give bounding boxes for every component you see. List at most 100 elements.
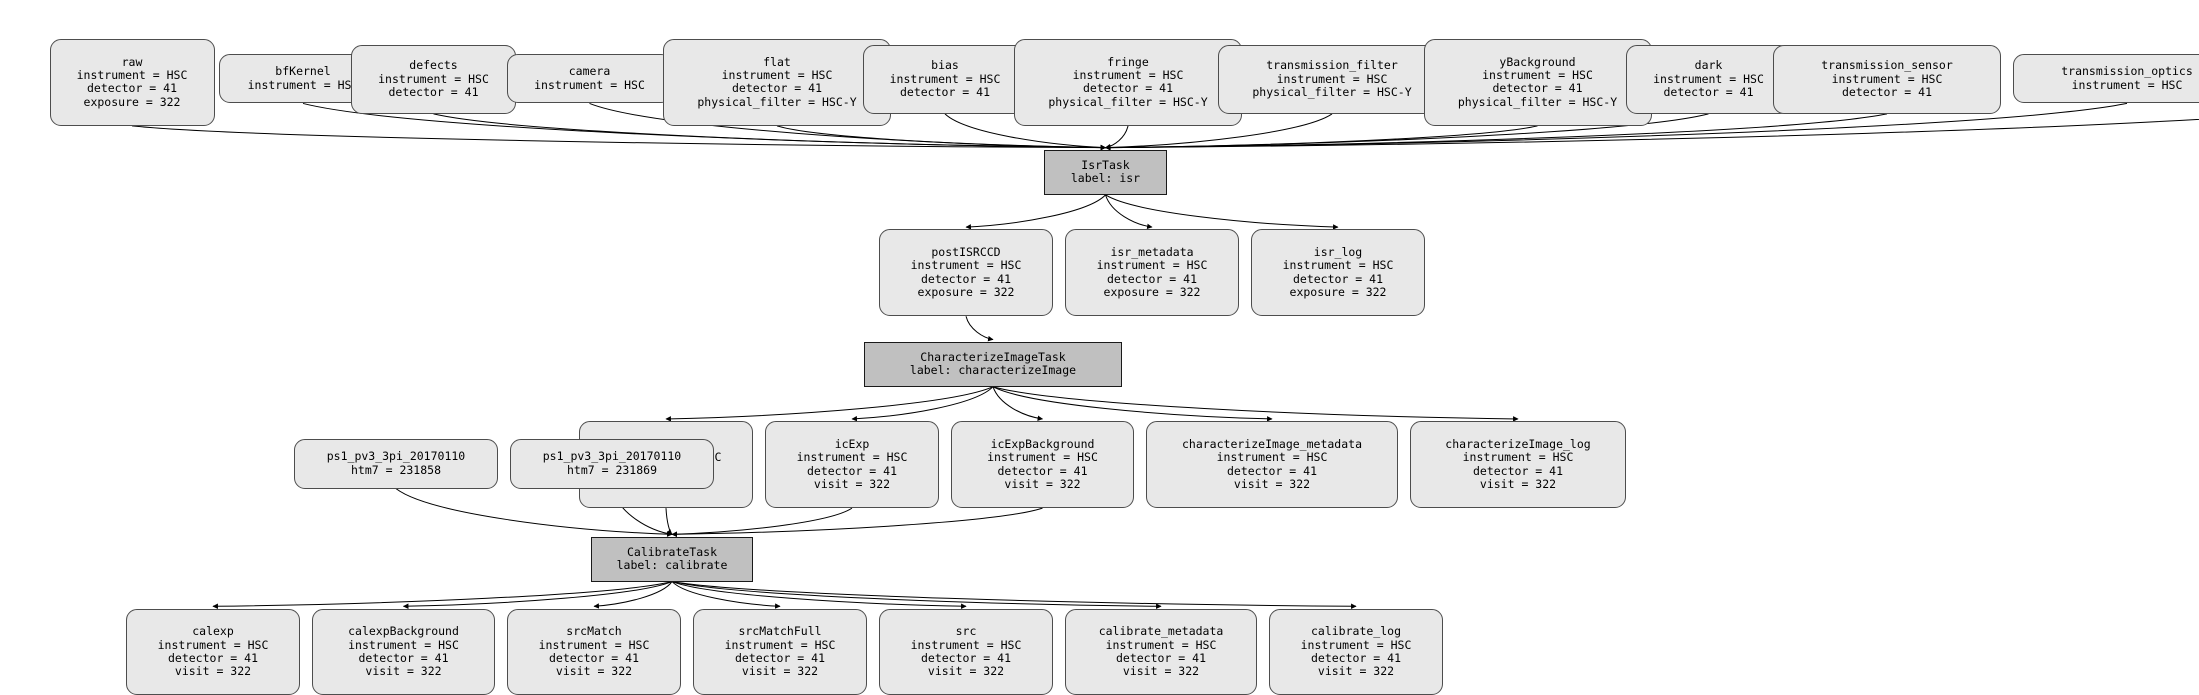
node-title: calibrate_metadata (1099, 625, 1224, 638)
node-title: bfKernel (275, 65, 330, 78)
node-detail: visit = 322 (556, 665, 632, 678)
edge-postISRCCD-to-CharacterizeImageTask (966, 316, 993, 339)
node-detail: detector = 41 (549, 652, 639, 665)
node-detail: physical_filter = HSC-Y (1048, 96, 1207, 109)
edge-yBackground-to-IsrTask (1106, 126, 1538, 148)
node-detail: detector = 41 (1842, 86, 1932, 99)
node-title: dark (1695, 59, 1723, 72)
node-detail: detector = 41 (900, 86, 990, 99)
edge-raw-to-IsrTask (132, 126, 1106, 148)
node-detail: detector = 41 (87, 82, 177, 95)
edge-CalibrateTask-to-src (672, 582, 966, 607)
edge-CalibrateTask-to-calibrate_metadata (672, 582, 1161, 607)
node-detail: instrument = HSC (911, 639, 1022, 652)
node-detail: detector = 41 (168, 652, 258, 665)
node-detail: label: calibrate (617, 559, 728, 572)
node-detail: instrument = HSC (911, 259, 1022, 272)
node-detail: exposure = 322 (84, 96, 181, 109)
node-title: CalibrateTask (627, 546, 717, 559)
node-detail: detector = 41 (997, 465, 1087, 478)
node-title: srcMatch (566, 625, 621, 638)
node-detail: visit = 322 (1004, 478, 1080, 491)
node-title: ps1_pv3_3pi_20170110 (543, 450, 681, 463)
node-title: characterizeImage_log (1445, 438, 1590, 451)
node-title: IsrTask (1081, 159, 1129, 172)
node-detail: instrument = HSC (797, 451, 908, 464)
edge-icSrc-to-CalibrateTask (666, 508, 672, 534)
node-title: postISRCCD (931, 246, 1000, 259)
edge-fringe-to-IsrTask (1106, 126, 1129, 148)
node-detail: physical_filter = HSC-Y (697, 96, 856, 109)
node-detail: instrument = HSC (722, 69, 833, 82)
node-detail: detector = 41 (1116, 652, 1206, 665)
node-detail: detector = 41 (1663, 86, 1753, 99)
node-title: icExp (835, 438, 870, 451)
node-detail: physical_filter = HSC-Y (1458, 96, 1617, 109)
node-detail: instrument = HSC (890, 73, 1001, 86)
node-detail: instrument = HSC (1097, 259, 1208, 272)
node-detail: visit = 322 (365, 665, 441, 678)
node-title: calexpBackground (348, 625, 459, 638)
edge-CharacterizeImageTask-to-icExp (852, 387, 993, 419)
node-title: isr_log (1314, 246, 1362, 259)
node-title: yBackground (1499, 56, 1575, 69)
node-title: camera (569, 65, 611, 78)
node-detail: visit = 322 (1234, 478, 1310, 491)
node-detail: label: characterizeImage (910, 364, 1076, 377)
node-detail: htm7 = 231858 (351, 464, 441, 477)
node-title: transmission_optics (2061, 65, 2193, 78)
node-detail: physical_filter = HSC-Y (1252, 86, 1411, 99)
node-detail: instrument = HSC (987, 451, 1098, 464)
node-detail: instrument = HSC (1482, 69, 1593, 82)
node-title: defects (409, 59, 457, 72)
node-detail: instrument = HSC (77, 69, 188, 82)
node-detail: visit = 322 (1123, 665, 1199, 678)
node-detail: instrument = HSC (1301, 639, 1412, 652)
node-detail: instrument = HSC (725, 639, 836, 652)
node-title: transmission_sensor (1821, 59, 1953, 72)
node-title: bias (931, 59, 959, 72)
node-title: src (956, 625, 977, 638)
node-detail: instrument = HSC (539, 639, 650, 652)
node-detail: instrument = HSC (378, 73, 489, 86)
node-detail: exposure = 322 (918, 286, 1015, 299)
node-detail: detector = 41 (388, 86, 478, 99)
edge-flat-to-IsrTask (777, 126, 1106, 148)
node-detail: detector = 41 (921, 273, 1011, 286)
node-detail: detector = 41 (1492, 82, 1582, 95)
edge-CharacterizeImageTask-to-icExpBackground (993, 387, 1043, 419)
edge-CalibrateTask-to-srcMatchFull (672, 582, 780, 607)
edge-CharacterizeImageTask-to-icSrc (666, 387, 993, 419)
edge-icExp-to-CalibrateTask (672, 508, 852, 534)
